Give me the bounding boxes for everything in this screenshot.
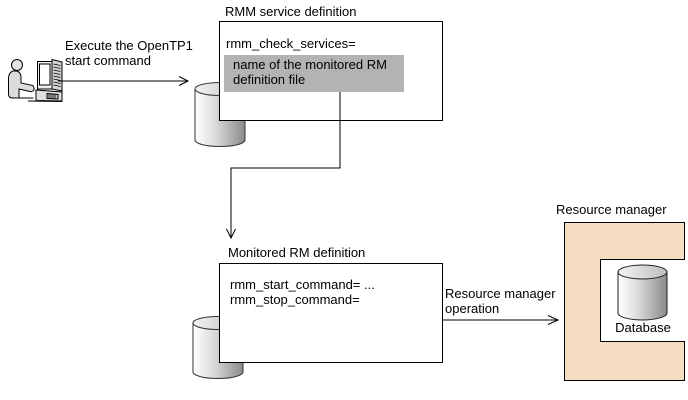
rmm-service-definition-title: RMM service definition <box>225 4 357 19</box>
monitored-rm-definition-entries: rmm_start_command= ... rmm_stop_command= <box>230 277 375 307</box>
operation-arrow <box>443 315 560 325</box>
start-command-label-line2: start command <box>65 53 151 68</box>
resource-manager-title: Resource manager <box>556 202 667 217</box>
operation-arrow-label: Resource manager operation <box>445 286 556 316</box>
monitored-rm-definition-box <box>219 263 443 363</box>
monitored-rm-file-highlight-line2: definition file <box>233 72 306 87</box>
database-cylinder-icon <box>617 264 668 321</box>
rmm-stop-command-entry: rmm_stop_command= <box>230 292 360 307</box>
rmm-check-services-parameter: rmm_check_services= <box>226 36 356 51</box>
operation-arrow-label-line2: operation <box>445 301 500 316</box>
start-command-label: Execute the OpenTP1 start command <box>65 38 193 68</box>
user-at-computer-icon <box>8 58 63 102</box>
definition-link-arrow <box>226 92 341 240</box>
database-label: Database <box>615 320 671 335</box>
rmm-start-command-entry: rmm_start_command= ... <box>230 277 375 292</box>
operation-arrow-label-line1: Resource manager <box>445 286 556 301</box>
start-command-arrow <box>58 76 190 86</box>
monitored-rm-file-highlight: name of the monitored RM definition file <box>224 55 404 92</box>
monitored-rm-definition-title: Monitored RM definition <box>228 245 366 260</box>
resource-manager-block <box>564 222 685 381</box>
start-command-label-line1: Execute the OpenTP1 <box>65 38 193 53</box>
monitored-rm-file-highlight-line1: name of the monitored RM <box>233 57 387 72</box>
